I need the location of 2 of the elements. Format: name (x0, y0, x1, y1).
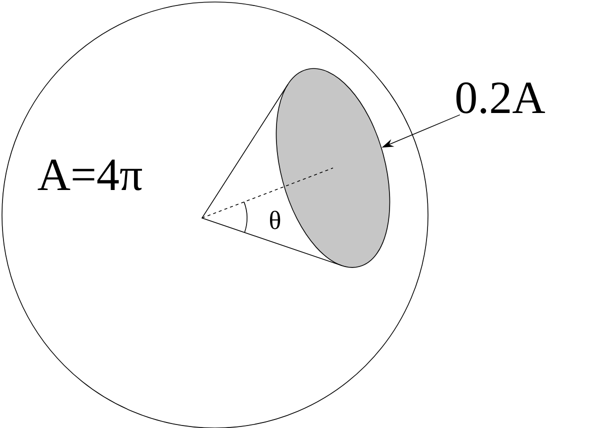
angle-label: θ (270, 210, 280, 230)
area-label: 0.2A (456, 82, 546, 114)
